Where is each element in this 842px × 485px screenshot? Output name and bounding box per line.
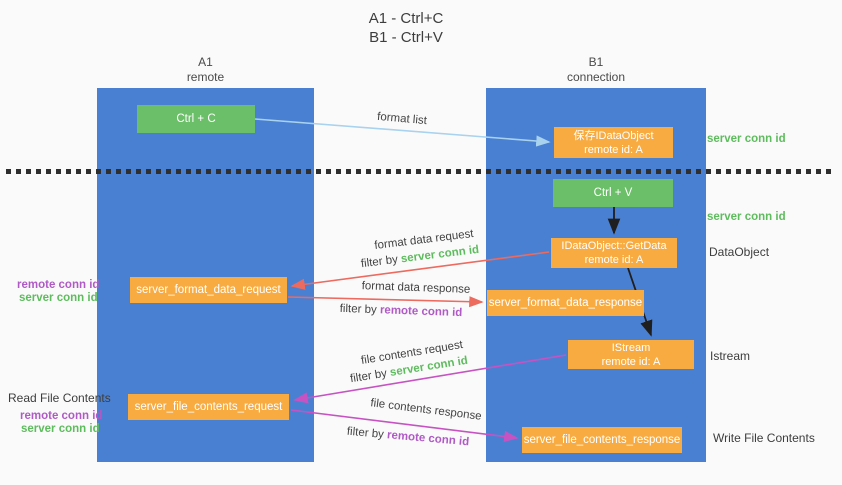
istream-box: IStream remote id: A [568, 340, 694, 369]
format-data-response-arrow [287, 296, 484, 308]
ctrl-c-label: Ctrl + C [176, 113, 216, 125]
dataobject-side-label: DataObject [709, 245, 770, 259]
save-dataobject-line1: 保存IDataObject [573, 129, 654, 142]
server-file-contents-request-label: server_file_contents_request [134, 401, 283, 413]
server-conn-id-side-label-mid: server conn id [707, 211, 786, 223]
write-file-contents-label: Write File Contents [713, 431, 815, 445]
server-conn-id-side-label-file: server conn id [21, 423, 100, 435]
istream-line1: IStream [611, 341, 651, 354]
server-conn-id-side-label-top: server conn id [707, 133, 786, 145]
ctrl-c-box: Ctrl + C [137, 105, 255, 133]
format-list-label: format list [376, 110, 428, 128]
ctrl-v-box: Ctrl + V [553, 179, 673, 207]
save-dataobject-line2: remote id: A [584, 143, 643, 156]
server-format-data-request-label: server_format_data_request [136, 284, 281, 296]
lifeline-a1-role: remote [186, 70, 225, 84]
diagram-title: A1 - Ctrl+C B1 - Ctrl+V [0, 9, 812, 47]
filter-by-text: filter by [346, 425, 385, 441]
save-dataobject-box: 保存IDataObject remote id: A [554, 127, 673, 158]
getdata-line1: IDataObject::GetData [561, 240, 667, 252]
remote-conn-id-text: remote conn id [386, 429, 470, 449]
lifeline-b1-name: B1 [588, 55, 604, 69]
filter-by-text: filter by [339, 302, 377, 317]
remote-conn-id-side-label-file: remote conn id [20, 410, 103, 422]
filter-by-text: filter by [349, 367, 388, 386]
remote-conn-id-side-label-format: remote conn id [17, 279, 100, 291]
remote-conn-id-text: remote conn id [379, 304, 463, 320]
title-line-2: B1 - Ctrl+V [369, 29, 443, 46]
lifeline-b1-header: B1 connection [486, 55, 706, 85]
getdata-line2: remote id: A [584, 254, 644, 266]
file-contents-response-filter-label: filter by remote conn id [346, 426, 469, 449]
filter-by-text: filter by [360, 253, 399, 271]
server-format-data-response-box: server_format_data_response [487, 290, 644, 316]
format-data-response-filter-label: filter by remote conn id [339, 303, 462, 319]
server-file-contents-response-box: server_file_contents_response [522, 427, 682, 453]
title-line-1: A1 - Ctrl+C [368, 10, 444, 27]
ctrl-v-label: Ctrl + V [593, 187, 633, 199]
server-conn-id-side-label-format: server conn id [19, 292, 98, 304]
file-contents-response-label: file contents response [369, 397, 483, 423]
copy-paste-boundary-dotted-line [6, 169, 836, 174]
istream-side-label: Istream [710, 349, 751, 363]
lifeline-b1-role: connection [566, 70, 626, 84]
server-format-data-request-box: server_format_data_request [130, 277, 287, 303]
lifeline-a1-header: A1 remote [97, 55, 314, 85]
istream-line2: remote id: A [601, 355, 661, 368]
lifeline-a1-name: A1 [198, 55, 213, 69]
server-format-data-response-label: server_format_data_response [488, 297, 643, 309]
read-file-contents-label: Read File Contents [8, 391, 111, 405]
format-data-response-label: format data response [361, 280, 471, 296]
server-file-contents-request-box: server_file_contents_request [128, 394, 289, 420]
getdata-box: IDataObject::GetData remote id: A [551, 238, 677, 268]
server-file-contents-response-label: server_file_contents_response [523, 434, 681, 446]
